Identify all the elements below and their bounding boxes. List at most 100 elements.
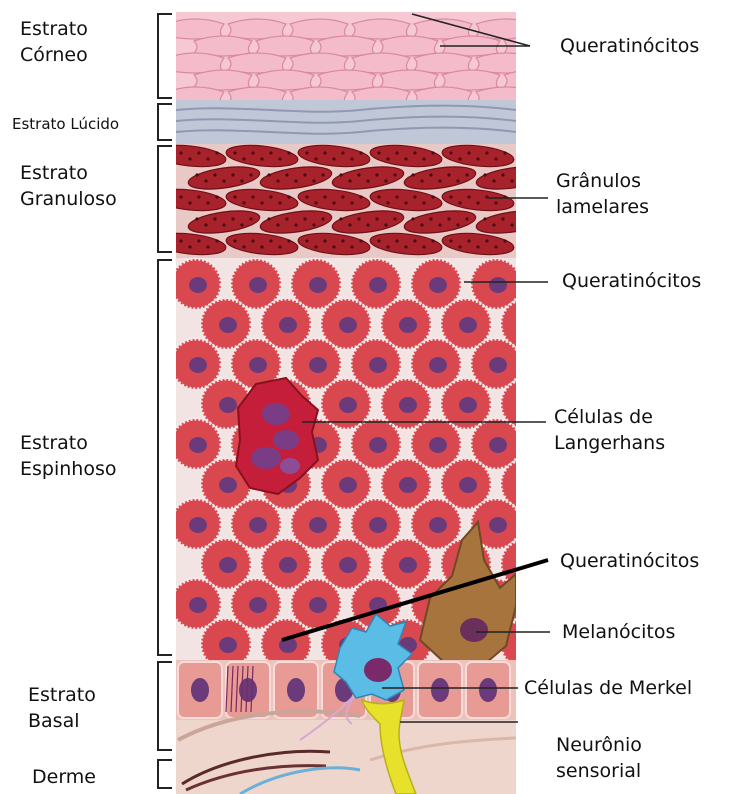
granule	[323, 195, 326, 198]
granule	[242, 157, 245, 160]
bracket-granuloso	[158, 146, 172, 252]
granule	[260, 157, 263, 160]
granule	[494, 157, 497, 160]
label-granuloso-line2: Granuloso	[20, 186, 117, 212]
granule	[404, 201, 407, 204]
cell-nucleus	[519, 397, 537, 413]
callout-melanocitos-line1: Melanócitos	[562, 619, 675, 645]
granule	[386, 157, 389, 160]
granule	[359, 151, 362, 154]
callout-queratinocitos-top: Queratinócitos	[560, 33, 699, 59]
granule	[276, 179, 279, 182]
granule	[467, 195, 470, 198]
granule	[467, 151, 470, 154]
granule	[377, 151, 380, 154]
cell-nucleus	[249, 597, 267, 613]
granule	[197, 239, 200, 242]
granule	[395, 239, 398, 242]
granule	[213, 217, 216, 220]
label-basal-line1: Estrato	[28, 682, 96, 708]
label-espinhoso-line2: Espinhoso	[20, 456, 116, 482]
granule	[485, 239, 488, 242]
granule	[350, 157, 353, 160]
granule	[332, 245, 335, 248]
cell-nucleus	[489, 277, 507, 293]
granule	[195, 173, 198, 176]
cell-nucleus	[309, 517, 327, 533]
bracket-basal	[158, 662, 172, 750]
granule	[179, 239, 182, 242]
granule	[458, 201, 461, 204]
granule	[215, 151, 218, 154]
label-corneo-line2: Córneo	[20, 42, 88, 68]
callout-neuronio-line1: Neurônio	[556, 732, 642, 758]
cell-nucleus	[459, 477, 477, 493]
granule	[294, 179, 297, 182]
granule	[465, 217, 468, 220]
granule	[260, 201, 263, 204]
granule	[305, 151, 308, 154]
granule	[429, 173, 432, 176]
granule	[215, 239, 218, 242]
granule	[332, 201, 335, 204]
layer-brackets	[158, 14, 172, 788]
granule	[413, 151, 416, 154]
granule	[413, 195, 416, 198]
granule	[222, 179, 225, 182]
granule	[179, 195, 182, 198]
granule	[492, 179, 495, 182]
cell-nucleus	[189, 277, 207, 293]
callout-queratinocitos-low-line1: Queratinócitos	[560, 548, 699, 574]
granule	[510, 179, 513, 182]
granule	[314, 201, 317, 204]
label-derme: Derme	[32, 764, 96, 790]
granule	[222, 223, 225, 226]
granule	[458, 157, 461, 160]
granule	[476, 245, 479, 248]
callout-granulos: Grânulos lamelares	[556, 168, 649, 220]
granule	[305, 195, 308, 198]
granule	[438, 179, 441, 182]
callout-neuronio: Neurônio sensorial	[556, 732, 642, 784]
cell-nucleus	[219, 637, 237, 653]
granule	[492, 223, 495, 226]
granule	[314, 245, 317, 248]
granule	[393, 173, 396, 176]
bracket-lucido	[158, 104, 172, 140]
granule	[161, 239, 164, 242]
cell-nucleus	[279, 557, 297, 573]
cell-nucleus	[339, 317, 357, 333]
cell-nucleus	[189, 597, 207, 613]
granule	[501, 173, 504, 176]
granule	[404, 245, 407, 248]
granule	[366, 179, 369, 182]
cell-nucleus	[459, 317, 477, 333]
granule	[431, 195, 434, 198]
granule	[231, 217, 234, 220]
cell-nucleus	[309, 277, 327, 293]
granule	[348, 179, 351, 182]
cell-nucleus	[189, 437, 207, 453]
granule	[195, 217, 198, 220]
granule	[404, 157, 407, 160]
granule	[411, 173, 414, 176]
granule	[350, 245, 353, 248]
granule	[467, 239, 470, 242]
cell-nucleus	[219, 397, 237, 413]
cell-nucleus	[429, 277, 447, 293]
granule	[285, 173, 288, 176]
granule	[269, 239, 272, 242]
granule	[503, 151, 506, 154]
granule	[240, 223, 243, 226]
granule	[501, 217, 504, 220]
granule	[393, 217, 396, 220]
granule	[350, 201, 353, 204]
derme-layer	[176, 720, 516, 794]
granule	[413, 239, 416, 242]
callout-queratinocitos-low: Queratinócitos	[560, 548, 699, 574]
label-basal: Estrato Basal	[28, 682, 96, 734]
granule	[386, 245, 389, 248]
granule	[213, 173, 216, 176]
granule	[528, 179, 531, 182]
granule	[188, 201, 191, 204]
